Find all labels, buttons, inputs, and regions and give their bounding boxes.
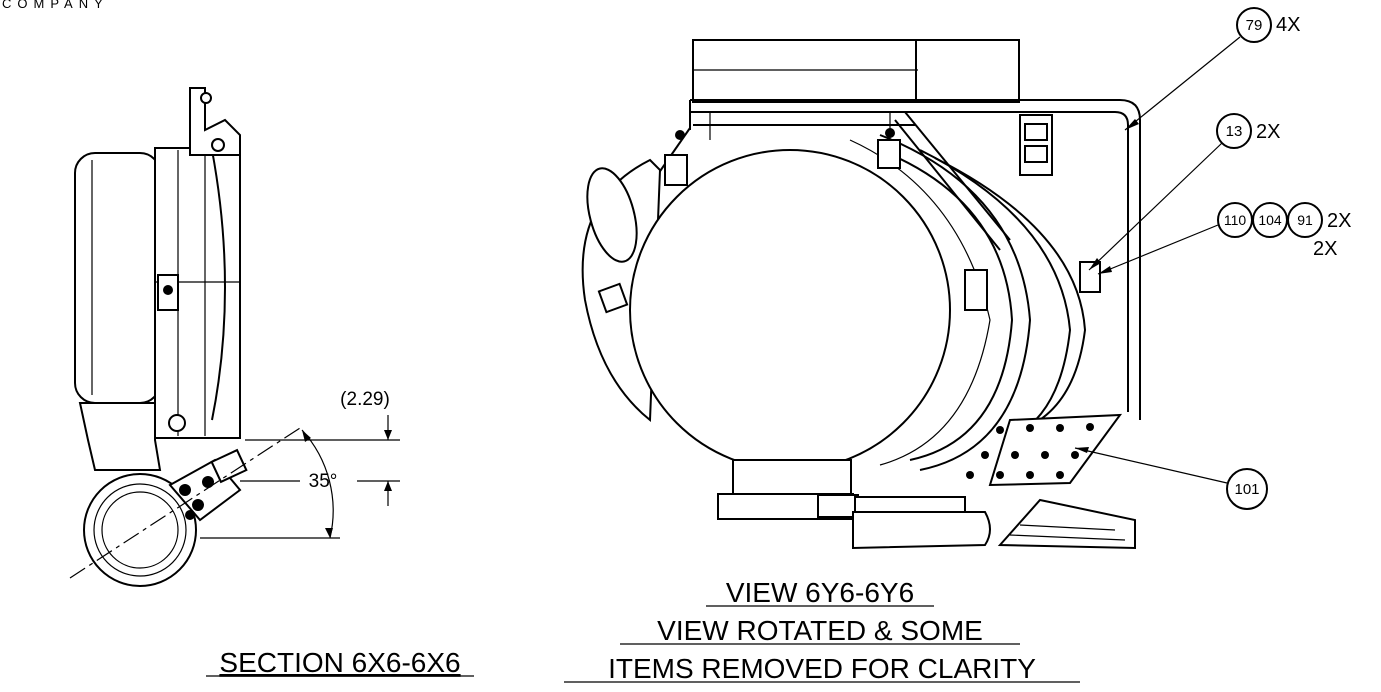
mounting-plate <box>988 413 1123 487</box>
lower-support <box>78 402 162 471</box>
view-title-line-3: ITEMS REMOVED FOR CLARITY <box>608 653 1036 684</box>
center-line <box>69 427 301 579</box>
company-name-fragment: COMPANY <box>2 0 109 11</box>
band-outer <box>879 134 1032 471</box>
angle-value: 35° <box>309 471 338 492</box>
bottom-flange <box>732 459 852 497</box>
callout-91-id: 91 <box>1297 212 1313 228</box>
pipe-section <box>83 473 197 587</box>
callout-79-qty: 4X <box>1276 14 1300 36</box>
leader-101 <box>1074 447 1228 484</box>
callout-110-qty-second: 2X <box>1313 238 1337 260</box>
callout-110-104-91: 110 104 91 2X 2X <box>1097 202 1351 275</box>
callout-13-id: 13 <box>1226 123 1243 140</box>
section-view-6x6: (2.29) 35° SECTION 6X6-6X6 <box>69 87 474 678</box>
angle-arc <box>301 429 334 539</box>
callout-104-id: 104 <box>1258 212 1282 228</box>
callout-79-id: 79 <box>1246 17 1263 34</box>
callout-110-qty: 2X <box>1327 210 1351 232</box>
callout-13: 13 2X <box>1088 113 1280 271</box>
leader-79 <box>1124 36 1241 131</box>
dimension-value: (2.29) <box>340 389 390 410</box>
support-frame <box>690 99 1141 420</box>
callout-79: 79 4X <box>1124 7 1300 131</box>
main-housing-circle <box>629 149 951 471</box>
leader-13 <box>1088 142 1223 271</box>
view-title-line-1: VIEW 6Y6-6Y6 <box>726 577 914 608</box>
section-title: SECTION 6X6-6X6 <box>219 647 460 678</box>
leader-110 <box>1097 224 1219 275</box>
view-title-line-2: VIEW ROTATED & SOME <box>657 615 983 646</box>
detail-view-6y6: VIEW 6Y6-6Y6 VIEW ROTATED & SOME ITEMS R… <box>564 39 1141 684</box>
callout-101-id: 101 <box>1234 481 1259 498</box>
callout-110-id: 110 <box>1224 212 1247 228</box>
housing-body <box>74 152 161 404</box>
top-enclosure <box>692 39 919 103</box>
callout-101: 101 <box>1074 447 1268 510</box>
pipe-clamp-bolts <box>168 448 248 522</box>
callout-13-qty: 2X <box>1256 121 1280 143</box>
lower-fitting <box>997 498 1136 550</box>
view-title: VIEW 6Y6-6Y6 VIEW ROTATED & SOME ITEMS R… <box>564 577 1080 684</box>
